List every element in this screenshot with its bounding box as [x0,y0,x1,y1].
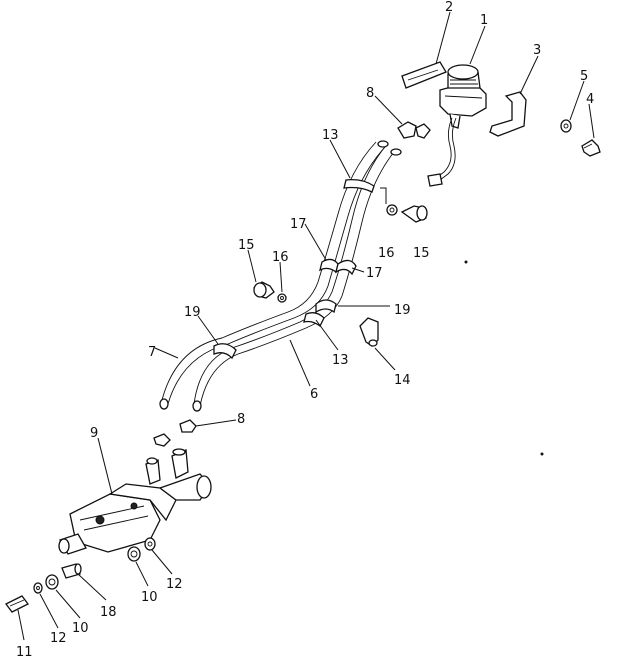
master-cylinder [58,448,212,555]
bolt-15-right [400,205,428,223]
nut-10-left [45,574,59,590]
callout-10-left: 10 [72,621,89,636]
callout-12-left: 12 [50,631,67,646]
callout-15-right: 15 [413,246,430,261]
hose-band-19-left [213,343,237,360]
callout-labels: 1 2 3 4 5 6 7 8 8 9 10 10 11 12 12 13 13… [16,0,594,659]
callout-16-right: 16 [378,246,395,261]
clip-14 [359,317,379,347]
leader-lines [17,11,595,641]
washer-12-right [144,537,156,551]
reservoir-hose [427,117,457,187]
callout-8-upper: 8 [366,86,374,101]
callout-2: 2 [445,0,453,15]
washer-5 [560,119,572,133]
callout-14: 14 [394,373,411,388]
clamp-8-upper [397,121,431,139]
callout-18: 18 [100,605,117,620]
callout-12-right: 12 [166,577,183,592]
washer-16-right [386,204,398,216]
callout-4: 4 [586,92,594,107]
callout-6: 6 [310,387,318,402]
callout-19-left: 19 [184,305,201,320]
bolt-11 [5,595,29,613]
callout-16-left: 16 [272,250,289,265]
hose-band-13-upper [343,178,375,193]
callout-9: 9 [90,426,98,441]
bolt-15-left [253,281,275,299]
callout-5: 5 [580,69,588,84]
bolt-4 [581,139,601,157]
callout-1: 1 [480,13,488,28]
callout-13-lower: 13 [332,353,349,368]
washer-12-left [33,582,43,594]
callout-7: 7 [148,345,156,360]
callout-17-lower: 17 [366,266,383,281]
nut-10-right [127,546,141,562]
callout-19-right: 19 [394,303,411,318]
bracket-2 [401,61,447,89]
spacer-18 [61,563,82,579]
bracket-3 [489,91,527,137]
callout-10-right: 10 [141,590,158,605]
callout-8-lower: 8 [237,412,245,427]
callout-11: 11 [16,645,33,659]
callout-17-upper: 17 [290,217,307,232]
hose-band-17 [319,258,357,276]
hose-band-19-right [315,299,337,314]
reservoir-tank [439,64,487,129]
washer-16-left [277,293,287,303]
callout-15-left: 15 [238,238,255,253]
clamp-8-lower [153,419,197,447]
callout-13-upper: 13 [322,128,339,143]
callout-3: 3 [533,43,541,58]
